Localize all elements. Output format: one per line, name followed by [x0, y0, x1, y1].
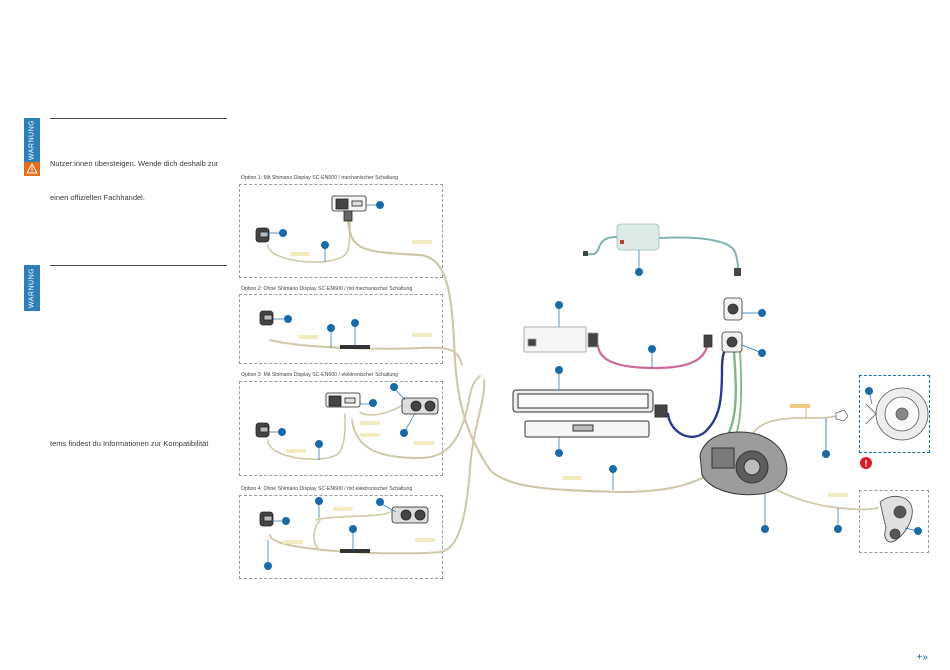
exclamation-icon: !	[860, 457, 872, 469]
speed-sensor	[835, 409, 849, 422]
shifter-option-2	[259, 310, 274, 326]
e-shifter-option-3	[401, 397, 439, 415]
cable-labels	[283, 240, 848, 544]
callout-dot	[349, 525, 357, 533]
navy-cable	[666, 344, 730, 438]
warning-text-1: Nutzer:innen übersteigen. Wende dich des…	[50, 159, 219, 168]
option-4-title: Option 4: Ohne Shimano Display SC-EN600 …	[241, 486, 413, 492]
warning-triangle-icon	[24, 162, 40, 176]
charger-plug	[583, 251, 741, 276]
option-2-box	[239, 294, 443, 364]
callout-dot	[284, 315, 292, 323]
warning-rule-1	[50, 118, 227, 119]
option-3-handlebar-cable	[267, 413, 346, 460]
callout-dot	[390, 383, 398, 391]
callout-dot	[376, 498, 384, 506]
warning-rule-2	[50, 265, 227, 266]
exclamation-symbol: !	[865, 459, 868, 469]
warning-tab-2: WARNUNG	[24, 265, 40, 311]
callout-dot	[555, 449, 563, 457]
shifter-option-1	[255, 227, 270, 243]
brake-detail-box	[859, 375, 930, 453]
callout-dot	[369, 399, 377, 407]
callout-dot	[282, 517, 290, 525]
derailleur-cable	[759, 479, 879, 511]
callout-dot	[315, 440, 323, 448]
option-4-cable	[269, 379, 486, 555]
warning-text-3: tems findest du Informationen zur Kompat…	[50, 439, 209, 448]
option-4-loop-cable	[313, 519, 321, 551]
callout-dot	[761, 525, 769, 533]
sensor-label	[790, 404, 810, 408]
remote-unit	[721, 297, 743, 353]
callout-dot	[914, 527, 922, 535]
option-1-handlebar-cable	[267, 221, 351, 263]
callout-dot	[279, 229, 287, 237]
callout-dot	[327, 324, 335, 332]
e-shifter-option-4	[391, 506, 429, 524]
display-unit-option-3	[325, 392, 361, 408]
callout-dot	[648, 345, 656, 353]
callout-dot	[264, 562, 272, 570]
callout-dot	[400, 429, 408, 437]
callout-dot	[609, 465, 617, 473]
callout-dot	[758, 349, 766, 357]
derailleur-detail-box	[859, 490, 929, 553]
option-4-box	[239, 495, 443, 579]
option-3-cable	[351, 375, 481, 460]
drive-unit	[699, 431, 788, 496]
shifter-option-3	[255, 422, 270, 438]
next-page-icon[interactable]: +»	[916, 652, 928, 663]
callout-dot	[376, 201, 384, 209]
warning-text-2: einen offiziellen Fachhandel.	[50, 193, 145, 202]
callout-dot	[278, 428, 286, 436]
shifter-option-4	[259, 511, 274, 527]
option-1-box	[239, 184, 443, 278]
callout-dot	[351, 319, 359, 327]
main-cable	[346, 220, 718, 494]
charger-cable	[584, 235, 621, 256]
battery-cable	[596, 341, 710, 370]
callout-dot	[321, 241, 329, 249]
option-4-shifter-cable	[315, 511, 391, 521]
option-2-title: Option 2: Ohne Shimano Display SC-EN600 …	[241, 286, 413, 292]
callout-dot	[758, 309, 766, 317]
battery-mount	[523, 326, 599, 353]
callout-dot	[635, 268, 643, 276]
junction-option-2	[340, 345, 370, 349]
option-2-cable	[269, 339, 463, 366]
junction-option-4	[340, 549, 370, 553]
option-1-title: Option 1: Mit Shimano Display SC-EN600 /…	[241, 175, 399, 181]
battery-connector	[703, 334, 713, 348]
callout-dot	[555, 301, 563, 309]
derailleur	[879, 495, 913, 543]
callout-dot	[822, 450, 830, 458]
battery	[512, 389, 668, 438]
callout-dot	[555, 366, 563, 374]
option-3-box	[239, 381, 443, 476]
display-unit-option-1	[331, 195, 367, 222]
charger-output-cable	[659, 236, 739, 273]
charger	[616, 223, 660, 251]
callout-dot	[315, 497, 323, 505]
warning-tab-1: WARNUNG	[24, 118, 40, 162]
brake-rotor	[865, 387, 929, 441]
option-3-title: Option 3: Mit Shimano Display SC-EN600 /…	[241, 372, 399, 378]
sensor-cable	[747, 415, 837, 446]
callout-dot	[834, 525, 842, 533]
callout-dot	[865, 387, 873, 395]
